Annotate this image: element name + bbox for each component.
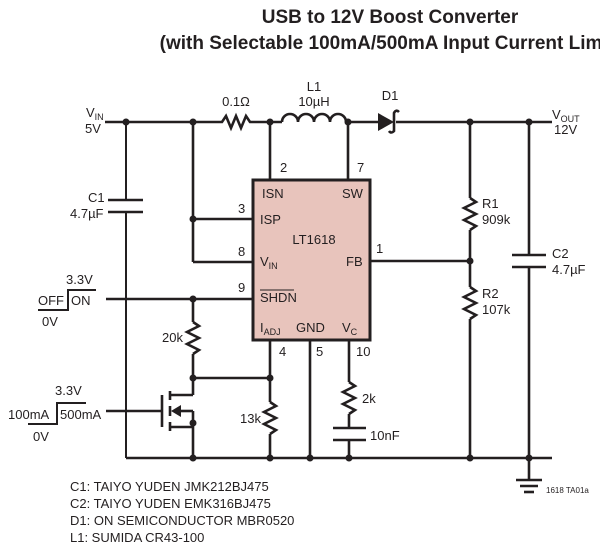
bom-notes: C1: TAIYO YUDEN JMK212BJ475 C2: TAIYO YU…: [70, 479, 294, 545]
c1-value: 4.7µF: [70, 206, 104, 221]
ilim-100ma-label: 100mA: [8, 407, 50, 422]
divider-branch: [461, 122, 479, 458]
ilim-500ma-label: 500mA: [60, 407, 102, 422]
pin-number-7: 7: [357, 160, 364, 175]
sense-resistor-value: 0.1Ω: [222, 94, 250, 109]
r1-value: 909k: [482, 212, 511, 227]
sense-resistor: [218, 112, 282, 132]
pin-number-9: 9: [238, 280, 245, 295]
shdn-high-level: 3.3V: [66, 272, 93, 287]
shdn-step-waveform: [38, 289, 96, 311]
ic-part-number: LT1618: [292, 232, 335, 247]
resistor-2k: [340, 380, 358, 416]
ground-icon: [516, 458, 542, 494]
inductor-l1: [280, 112, 348, 123]
pin-iadj-name: IADJ: [260, 320, 281, 337]
pin-number-8: 8: [238, 244, 245, 259]
ic-lt1618: [251, 178, 372, 342]
r2k-value: 2k: [362, 391, 376, 406]
figure-id: 1618 TA01a: [546, 486, 589, 495]
ilim-high-level: 3.3V: [55, 383, 82, 398]
ilim-step-waveform: [28, 402, 86, 425]
pin-vc-name: VC: [342, 320, 358, 337]
l1-value: 10µH: [298, 94, 329, 109]
junction-dots: [122, 118, 533, 462]
pin-shdn-name: SHDN: [260, 290, 297, 305]
pin-gnd-name: GND: [296, 320, 325, 335]
shdn-off-label: OFF: [38, 293, 64, 308]
pin-number-2: 2: [280, 160, 287, 175]
note-line: C1: TAIYO YUDEN JMK212BJ475: [70, 479, 269, 494]
mosfet: [106, 391, 195, 458]
l1-ref: L1: [307, 79, 321, 94]
c1-branch: [108, 122, 143, 458]
c10nf-value: 10nF: [370, 428, 400, 443]
c2-branch: [512, 122, 546, 458]
ilim-low-level: 0V: [33, 429, 49, 444]
top-rail-wires: [105, 109, 552, 134]
vin-value: 5V: [85, 121, 101, 136]
resistor-r2: [461, 285, 479, 321]
c2-value: 4.7µF: [552, 262, 586, 277]
isp-vin-wires: [191, 122, 253, 264]
r2-value: 107k: [482, 302, 511, 317]
pin-fb-name: FB: [346, 254, 363, 269]
r13k-value: 13k: [240, 411, 261, 426]
note-line: C2: TAIYO YUDEN EMK316BJ475: [70, 496, 271, 511]
vout-label: VOUT: [552, 107, 580, 124]
pin-number-10: 10: [356, 344, 370, 359]
diode-d1: [378, 113, 394, 131]
pin-number-4: 4: [279, 344, 286, 359]
pin-number-5: 5: [316, 344, 323, 359]
c2-ref: C2: [552, 246, 569, 261]
pin-isp-name: ISP: [260, 212, 281, 227]
pin-number-3: 3: [238, 201, 245, 216]
shdn-on-label: ON: [71, 293, 91, 308]
r1-ref: R1: [482, 196, 499, 211]
pin-sw-name: SW: [342, 186, 364, 201]
vin-label: VIN: [86, 105, 104, 122]
title-line-1: USB to 12V Boost Converter: [262, 7, 519, 28]
d1-ref: D1: [382, 88, 399, 103]
pin-vin-name: VIN: [260, 254, 278, 271]
resistor-13k: [261, 400, 279, 436]
shdn-low-level: 0V: [42, 314, 58, 329]
note-line: D1: ON SEMICONDUCTOR MBR0520: [70, 513, 294, 528]
resistor-r1: [461, 196, 479, 232]
pin-isn-name: ISN: [262, 186, 284, 201]
r2-ref: R2: [482, 286, 499, 301]
vc-compensation: [333, 340, 366, 458]
title-line-2: (with Selectable 100mA/500mA Input Curre…: [160, 33, 600, 54]
vout-value: 12V: [554, 122, 577, 137]
note-line: L1: SUMIDA CR43-100: [70, 530, 204, 545]
pin-number-1: 1: [376, 241, 383, 256]
r20k-value: 20k: [162, 330, 183, 345]
c1-ref: C1: [88, 190, 105, 205]
resistor-20k: [184, 320, 202, 356]
